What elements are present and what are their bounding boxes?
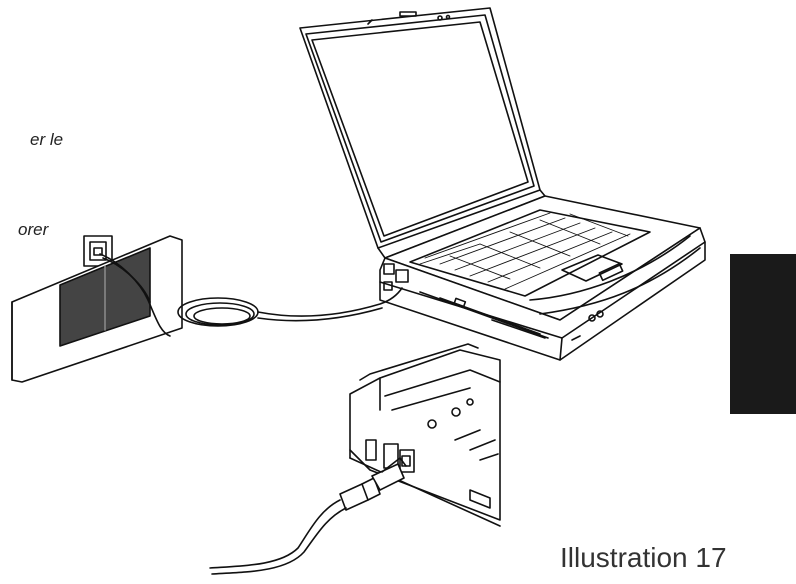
laptop-base-icon xyxy=(379,195,706,361)
wall-phone-jack-icon xyxy=(83,235,113,267)
cropped-text-line-1: er le xyxy=(30,130,64,149)
rj11-plug-insert-arrow-icon xyxy=(209,457,407,575)
section-tab-marker xyxy=(730,254,796,414)
phone-cable-icon xyxy=(99,253,403,337)
illustration-caption: Illustration 17 xyxy=(560,542,727,573)
port-detail-inset-icon xyxy=(349,343,501,527)
cropped-text-line-2: orer xyxy=(18,220,49,239)
